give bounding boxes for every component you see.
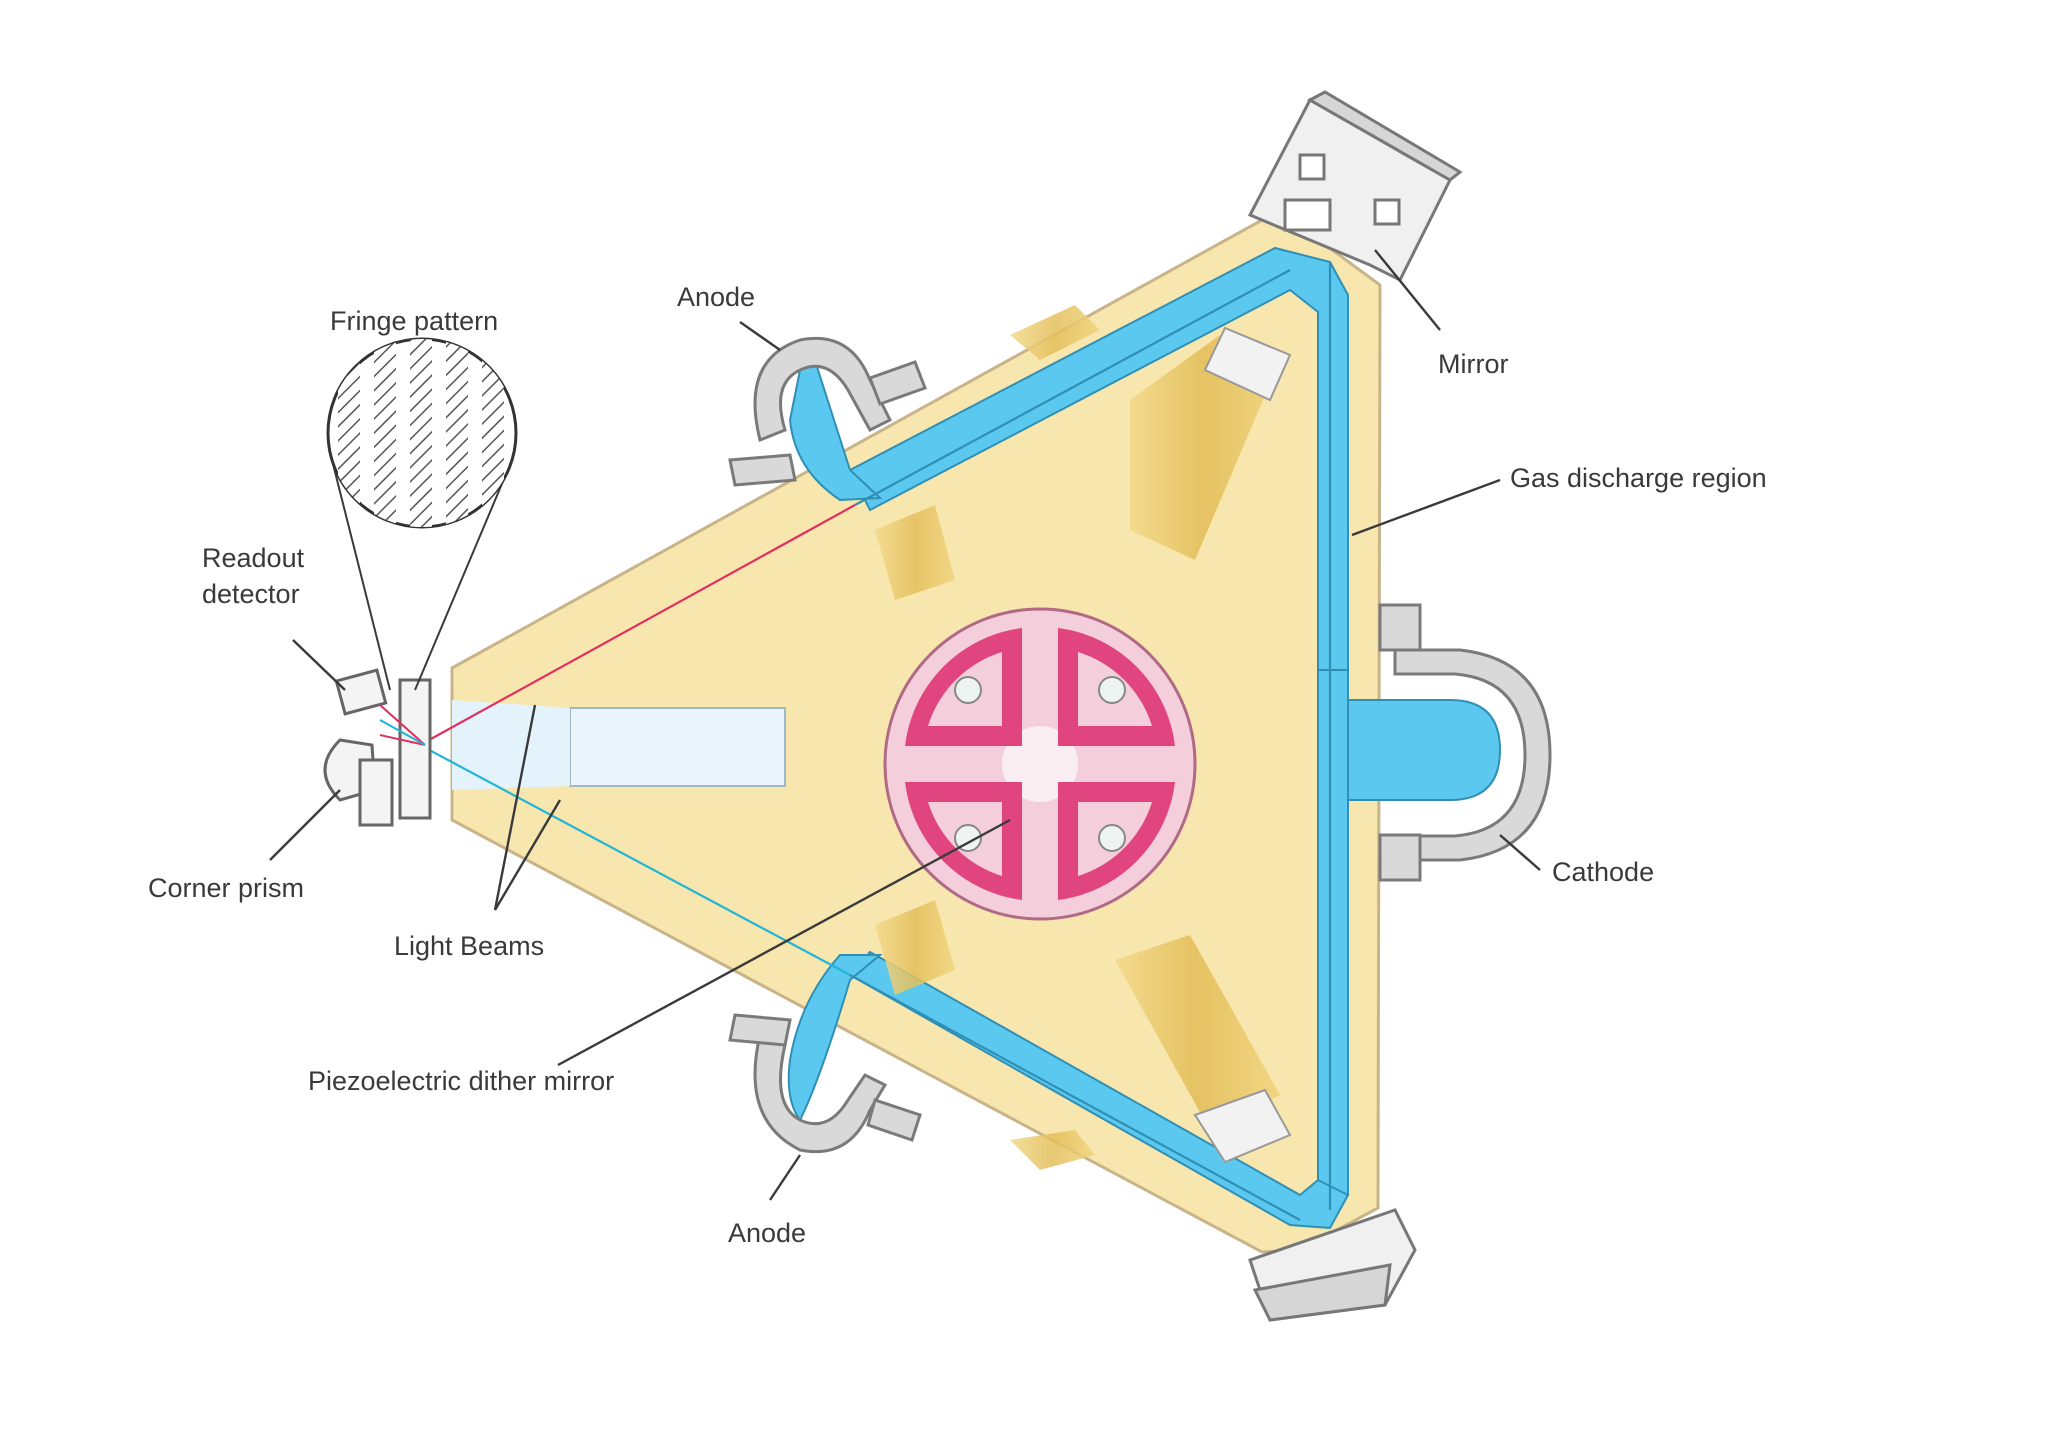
fringe-magnifier xyxy=(326,337,518,691)
gold-cylinder-5 xyxy=(1115,935,1280,1130)
leader-beams-1 xyxy=(493,704,537,911)
label-light-beams: Light Beams xyxy=(394,931,544,961)
beam-red xyxy=(419,504,856,746)
beam-cavity xyxy=(452,700,570,790)
leader-anode-bottom xyxy=(769,1154,801,1201)
cathode-feed xyxy=(1347,699,1502,801)
block-slot xyxy=(569,707,786,787)
label-readout-2: detector xyxy=(202,579,300,609)
gold-cylinders xyxy=(875,305,1292,1170)
dither-mirror xyxy=(883,607,1197,921)
beam-cyan-top xyxy=(854,269,1291,506)
spring-quadrant-bl xyxy=(905,782,1022,900)
mirror-housing-bottom xyxy=(1248,1208,1417,1322)
beam-cyan xyxy=(419,744,851,976)
leader-readout xyxy=(292,639,346,691)
mount-hole-2 xyxy=(1098,676,1126,704)
label-cathode: Cathode xyxy=(1552,857,1654,887)
anode-bottom-base-right xyxy=(866,1098,922,1142)
labels: Fringe pattern Readout detector Corner p… xyxy=(148,282,1767,1248)
light-beams xyxy=(419,262,1332,1221)
leader-beams-2 xyxy=(493,799,562,911)
label-fringe-pattern: Fringe pattern xyxy=(330,306,498,336)
beam-cyan-bottom xyxy=(849,974,1301,1221)
leader-gas xyxy=(1351,478,1501,537)
label-anode-top: Anode xyxy=(677,282,755,312)
mount-hole-3 xyxy=(954,824,982,852)
label-corner-prism: Corner prism xyxy=(148,873,304,903)
gold-cylinder-2 xyxy=(1130,335,1280,560)
label-gas-discharge: Gas discharge region xyxy=(1510,463,1767,493)
leader-cathode xyxy=(1499,834,1541,871)
leader-corner-prism xyxy=(269,789,341,861)
anode-top-base-left xyxy=(728,453,797,487)
spring-quadrant-br xyxy=(1058,782,1175,900)
anode-top-base-right xyxy=(868,360,927,406)
gold-cylinder-1 xyxy=(1010,305,1100,360)
spring-quadrant-tl xyxy=(905,628,1022,746)
label-readout-1: Readout xyxy=(202,543,305,573)
label-piezo: Piezoelectric dither mirror xyxy=(308,1066,614,1096)
readout-detector xyxy=(334,668,388,716)
cylinder-cap-bottom xyxy=(1193,1088,1292,1164)
readout-mount xyxy=(358,758,394,827)
anode-bottom-base-left xyxy=(728,1013,792,1047)
leader-mirror xyxy=(1374,249,1441,331)
mount-hole-4 xyxy=(1098,824,1126,852)
gold-cylinder-4 xyxy=(875,900,955,995)
gold-cylinder-3 xyxy=(875,505,955,600)
gold-cylinder-6 xyxy=(1010,1130,1095,1170)
cathode-clamp-bottom xyxy=(1378,833,1422,882)
leader-anode-top xyxy=(739,321,781,351)
leader-piezo xyxy=(557,818,1011,1067)
combiner-plate xyxy=(398,678,432,820)
electrodes xyxy=(728,336,1552,1154)
mirror-housing-top xyxy=(1247,90,1463,283)
readout-assembly xyxy=(323,668,432,827)
spring-quadrant-tr xyxy=(1058,628,1175,746)
cathode-clamp-top xyxy=(1378,603,1422,652)
anode-bottom-feed xyxy=(787,954,883,1122)
leader-lines xyxy=(269,249,1541,1201)
anode-bottom xyxy=(753,1032,888,1154)
mount-hole-1 xyxy=(954,676,982,704)
gas-channel-right xyxy=(1317,669,1349,1212)
label-mirror: Mirror xyxy=(1438,349,1508,379)
cylinder-cap-top xyxy=(1203,326,1292,402)
label-anode-bottom: Anode xyxy=(728,1218,806,1248)
